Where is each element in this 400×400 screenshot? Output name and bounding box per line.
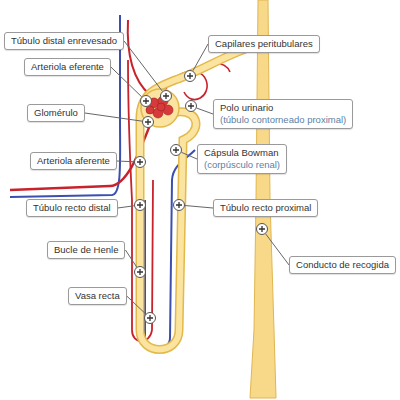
leader-line bbox=[266, 234, 289, 265]
leader-line bbox=[182, 152, 197, 159]
leader-line bbox=[125, 250, 136, 267]
leader-line bbox=[117, 161, 134, 163]
label-box: Vasa recta bbox=[68, 287, 127, 305]
label-box: Glomérulo bbox=[27, 104, 85, 122]
label-box: Arteriola eferente bbox=[24, 58, 111, 76]
label-text: Glomérulo bbox=[34, 107, 78, 119]
label-box: Cápsula Bowman(corpúsculo renal) bbox=[197, 144, 287, 174]
leader-line bbox=[185, 206, 213, 208]
label-box: Conducto de recogida bbox=[289, 256, 396, 274]
label-text: Cápsula Bowman bbox=[204, 147, 280, 159]
leader-line bbox=[111, 67, 142, 97]
vein bbox=[10, 15, 120, 197]
label-subtext: (túbulo contorneado proximal) bbox=[220, 114, 346, 126]
label-text: Capilares peritubulares bbox=[215, 38, 313, 50]
label-text: Conducto de recogida bbox=[296, 259, 389, 271]
efferent-arteriole bbox=[128, 20, 150, 95]
label-text: Bucle de Henle bbox=[54, 244, 118, 256]
leader-line bbox=[127, 296, 146, 314]
label-box: Bucle de Henle bbox=[47, 241, 125, 259]
leader-line bbox=[124, 41, 162, 91]
label-text: Polo urinario bbox=[220, 102, 346, 114]
label-box: Polo urinario(túbulo contorneado proxima… bbox=[213, 99, 353, 129]
bowman-capsule bbox=[141, 89, 179, 127]
leader-line bbox=[118, 206, 134, 208]
label-text: Arteriola eferente bbox=[31, 61, 104, 73]
label-box: Túbulo distal enrevesado bbox=[4, 32, 124, 50]
leader-line bbox=[197, 108, 213, 114]
label-box: Capilares peritubulares bbox=[208, 35, 320, 53]
label-text: Túbulo distal enrevesado bbox=[11, 35, 117, 47]
label-box: Túbulo recto distal bbox=[26, 199, 118, 217]
leader-line bbox=[85, 113, 142, 121]
label-text: Túbulo recto distal bbox=[33, 202, 111, 214]
label-subtext: (corpúsculo renal) bbox=[204, 159, 280, 171]
label-text: Túbulo recto proximal bbox=[220, 202, 311, 214]
tubule-outline bbox=[140, 45, 258, 350]
tubule bbox=[140, 45, 258, 350]
leader-line bbox=[193, 44, 208, 71]
label-text: Vasa recta bbox=[75, 290, 120, 302]
label-text: Arteriola aferente bbox=[37, 155, 110, 167]
label-box: Arteriola aferente bbox=[30, 152, 117, 170]
label-box: Túbulo recto proximal bbox=[213, 199, 318, 217]
